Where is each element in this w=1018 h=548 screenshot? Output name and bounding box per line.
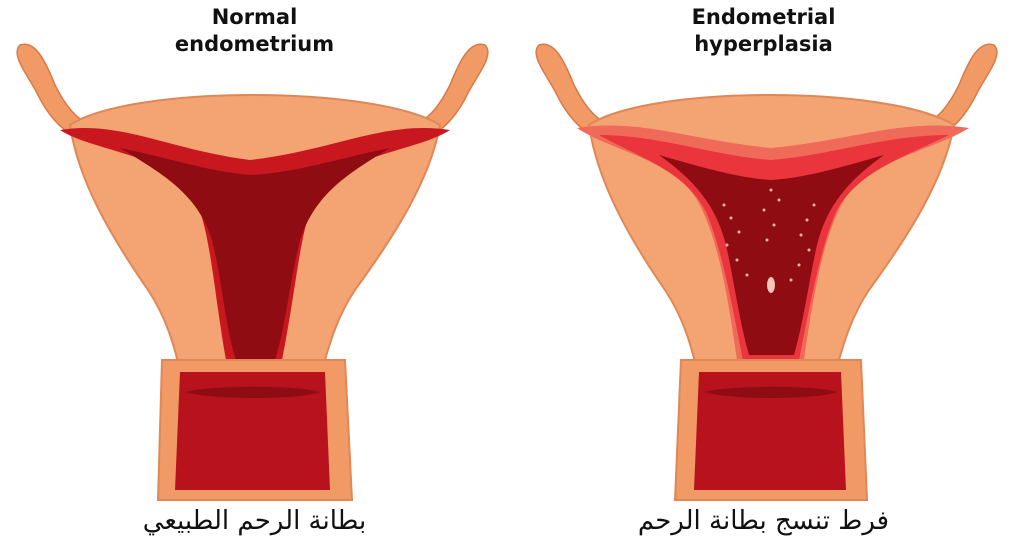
hyperplasia-arabic-caption: فرط تنسج بطانة الرحم (509, 506, 1018, 536)
polyp (767, 277, 775, 293)
hyperplasia-title: Endometrial hyperplasia (509, 4, 1018, 58)
normal-title-line1: Normal (0, 4, 509, 31)
hyperplasia-uterus-illustration (509, 0, 1018, 548)
normal-title-line2: endometrium (0, 31, 509, 58)
hyperplasia-title-line1: Endometrial (509, 4, 1018, 31)
normal-uterus-illustration (0, 0, 509, 548)
normal-title: Normal endometrium (0, 4, 509, 58)
normal-endometrium-panel: Normal endometrium بطانة الرحم الطبيعي (0, 0, 509, 548)
hyperplasia-title-line2: hyperplasia (509, 31, 1018, 58)
hyperplasia-panel: Endometrial hyperplasia فرط تنسج بطانة ا… (509, 0, 1018, 548)
normal-arabic-caption: بطانة الرحم الطبيعي (0, 506, 509, 536)
